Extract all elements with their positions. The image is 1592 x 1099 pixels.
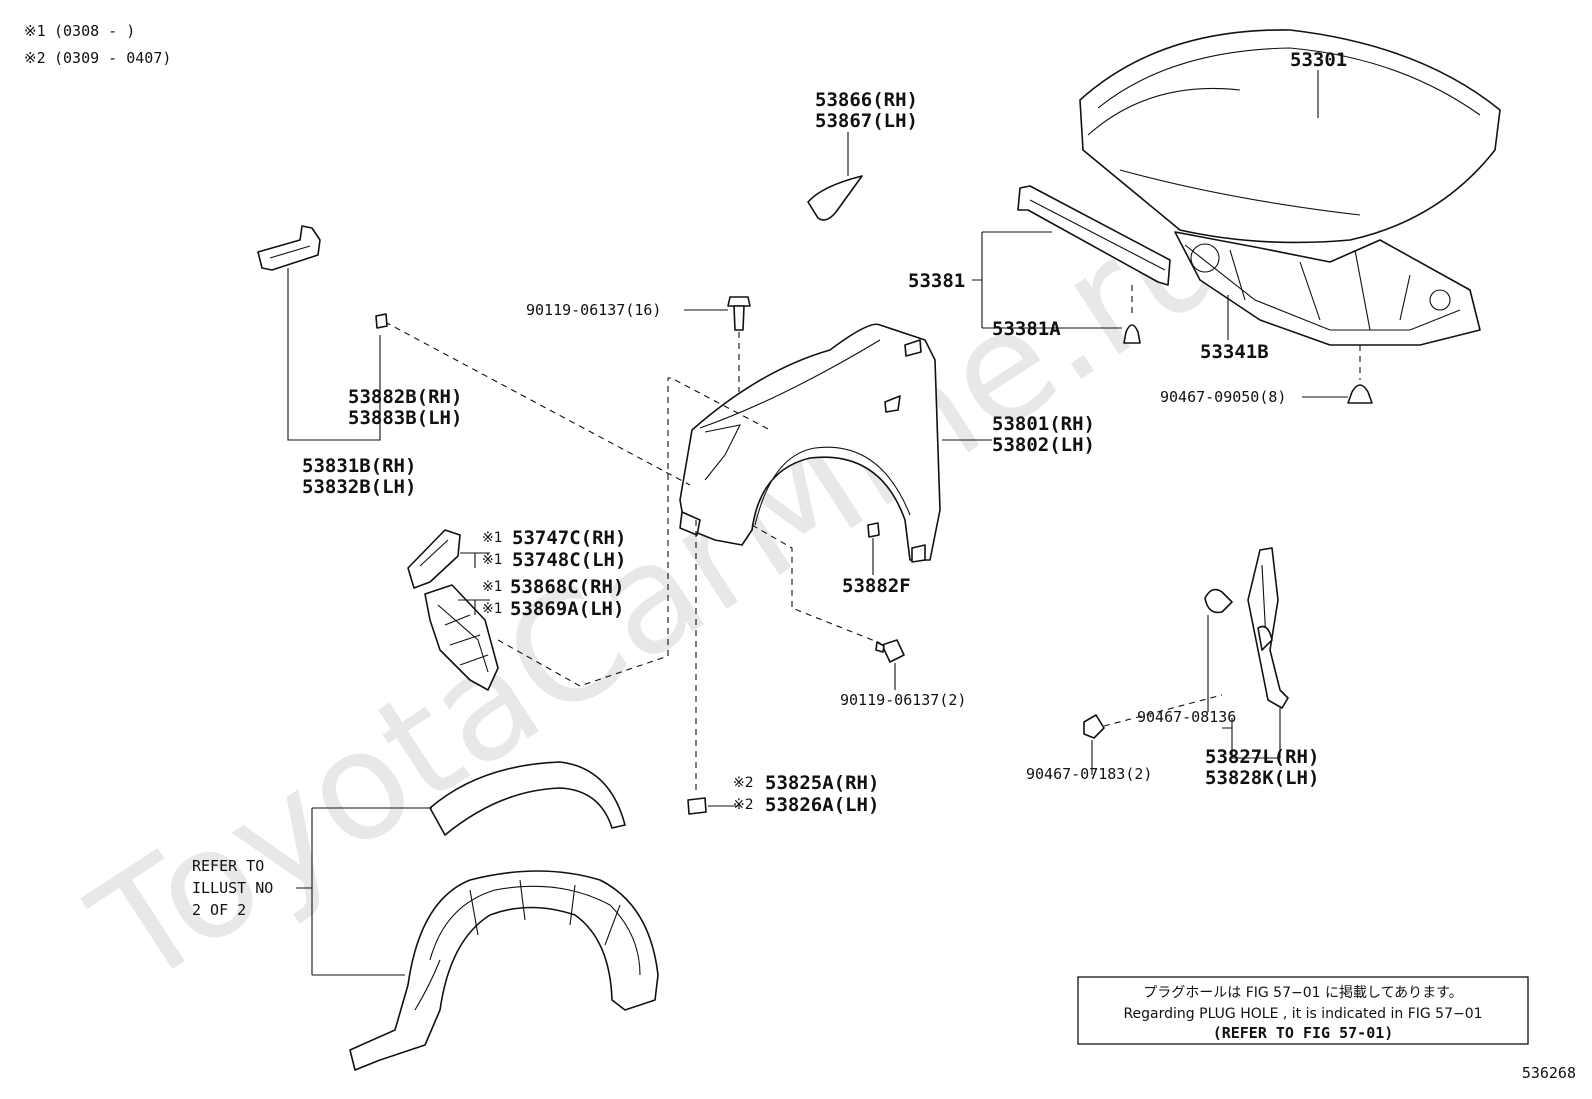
mark-stay-lh: ※1 (482, 552, 503, 568)
part-labels: 53301 53866(RH) 53867(LH) 90119-06137(16… (192, 49, 1347, 919)
note-box: プラグホールは FIG 57−01 に掲載してあります。 Regarding P… (1077, 976, 1529, 1045)
label-fender-lh[interactable]: 53802(LH) (992, 434, 1095, 456)
illustration-number: 536268 (1522, 1064, 1576, 1082)
leader-bracket (287, 268, 381, 441)
label-seal-rh[interactable]: 53866(RH) (815, 89, 918, 111)
label-stay-lh[interactable]: 53748C(LH) (512, 549, 626, 571)
bolt-upper-part[interactable] (727, 296, 751, 331)
clip-side-2-part[interactable] (1083, 714, 1105, 739)
label-cover-rh[interactable]: 53827L(RH) (1205, 746, 1319, 768)
dash-bolt-lower (751, 524, 881, 644)
legend-mark-1: ※1 (24, 22, 46, 40)
label-cushion-b-rh[interactable]: 53882B(RH) (348, 386, 462, 408)
leader-refer (296, 807, 432, 976)
fender-bracket-part[interactable] (257, 225, 321, 271)
label-cover-lh[interactable]: 53828K(LH) (1205, 767, 1319, 789)
label-seal-fender-rh[interactable]: 53868C(RH) (510, 576, 624, 598)
mark-cushion-a-rh: ※2 (733, 775, 754, 791)
label-cushion-b-lh[interactable]: 53883B(LH) (348, 407, 462, 429)
fender-stay-part[interactable] (407, 529, 461, 589)
dash-fender-bracket (384, 321, 691, 486)
label-hood[interactable]: 53301 (1290, 49, 1347, 71)
leader-seal-hood (972, 231, 1122, 329)
note-english: Regarding PLUG HOLE , it is indicated in… (1123, 1006, 1482, 1022)
legend: ※1 (0308 - ) ※2 (0309 - 0407) (24, 22, 171, 67)
label-stay-rh[interactable]: 53747C(RH) (512, 527, 626, 549)
refer-line-1: REFER TO (192, 857, 264, 875)
legend-range-1: (0308 - ) (54, 22, 135, 40)
hood-insulator-part[interactable] (1174, 231, 1481, 346)
legend-mark-2: ※2 (24, 49, 46, 67)
mark-stay-rh: ※1 (482, 530, 503, 546)
leader-cover (1222, 708, 1281, 759)
mark-seal-fender-rh: ※1 (482, 579, 503, 595)
hood-part[interactable] (1079, 29, 1501, 244)
mark-seal-fender-lh: ※1 (482, 601, 503, 617)
label-fender-rh[interactable]: 53801(RH) (992, 413, 1095, 435)
fender-seal-part[interactable] (807, 175, 863, 221)
label-seal-lh[interactable]: 53867(LH) (815, 110, 918, 132)
note-reference[interactable]: (REFER TO FIG 57-01) (1213, 1024, 1394, 1042)
note-japanese: プラグホールは FIG 57−01 に掲載してあります。 (1143, 985, 1463, 1001)
label-seal-fender-lh[interactable]: 53869A(LH) (510, 598, 624, 620)
leader-seal-lower (458, 599, 490, 615)
label-clip-hood[interactable]: 53381A (992, 318, 1061, 340)
legend-range-2: (0309 - 0407) (54, 49, 171, 67)
bolt-lower-part[interactable] (875, 639, 905, 663)
label-bracket-lh[interactable]: 53832B(LH) (302, 476, 416, 498)
dash-seal-lower (497, 377, 675, 687)
clip-side-part[interactable] (1204, 588, 1233, 614)
label-clip-side[interactable]: 90467-08136 (1137, 708, 1236, 726)
cushion-b-part[interactable] (375, 313, 388, 329)
mark-cushion-a-lh: ※2 (733, 797, 754, 813)
label-bolt-lower[interactable]: 90119-06137(2) (840, 691, 966, 709)
side-cover-part[interactable] (1247, 547, 1289, 709)
dash-fender-left (674, 379, 771, 431)
cushion-a-part[interactable] (687, 797, 707, 815)
label-cushion-a-rh[interactable]: 53825A(RH) (765, 772, 879, 794)
cushion-f-part[interactable] (867, 522, 880, 538)
fender-seal-lower-part[interactable] (424, 584, 499, 691)
clip-hood-part[interactable] (1123, 324, 1141, 344)
leader-stay (460, 552, 490, 568)
label-bracket-rh[interactable]: 53831B(RH) (302, 455, 416, 477)
label-cushion-f[interactable]: 53882F (842, 575, 911, 597)
label-cushion-a-lh[interactable]: 53826A(LH) (765, 794, 879, 816)
label-insulator[interactable]: 53341B (1200, 341, 1269, 363)
refer-line-3: 2 OF 2 (192, 901, 246, 919)
hood-seal-part[interactable] (1017, 185, 1171, 286)
label-seal-hood[interactable]: 53381 (908, 270, 965, 292)
refer-line-2: ILLUST NO (192, 879, 273, 897)
label-clip-side-2[interactable]: 90467-07183(2) (1026, 765, 1152, 783)
clip-insulator-part[interactable] (1347, 384, 1373, 404)
fender-liner-part[interactable] (349, 761, 659, 1071)
label-clip-insulator[interactable]: 90467-09050(8) (1160, 388, 1286, 406)
dash-clip-side-2 (1103, 694, 1223, 727)
label-bolt-upper[interactable]: 90119-06137(16) (526, 301, 661, 319)
front-fender-part[interactable] (679, 323, 941, 563)
